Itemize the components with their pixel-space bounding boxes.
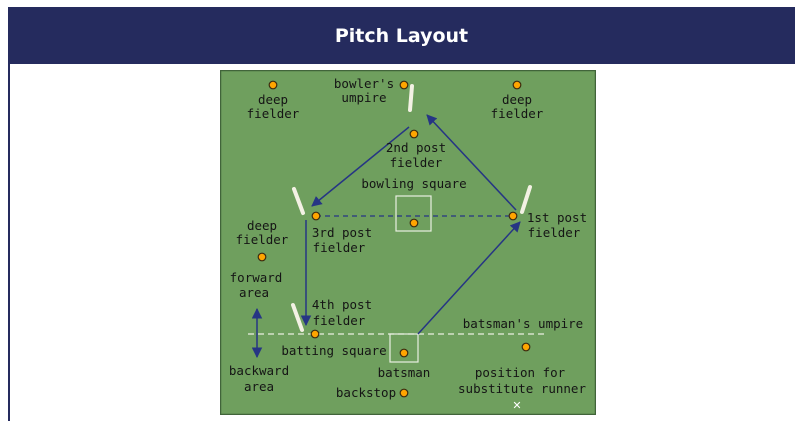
label-deep-fielder-c-2: fielder xyxy=(236,232,289,247)
route-batsman-to-1st xyxy=(417,221,521,335)
position-dot-2nd-post xyxy=(409,129,419,139)
label-deep-fielder-b-2: fielder xyxy=(491,106,544,121)
substitute-runner-mark: ✕ xyxy=(512,399,521,412)
position-dot-bowling-square xyxy=(409,218,419,228)
label-bowlers-umpire-1: bowler's xyxy=(334,76,394,91)
bowling-square xyxy=(395,195,432,232)
position-dot-deep-fielder-b xyxy=(512,80,522,90)
label-forward-area-2: area xyxy=(239,285,269,300)
position-dot-bowlers-umpire xyxy=(399,80,409,90)
label-backstop: backstop xyxy=(336,385,396,400)
label-2nd-post-2: fielder xyxy=(390,155,443,170)
pitch-diagram: ✕ bowler's umpire deep fielder deep fiel… xyxy=(220,70,596,415)
post-3rd xyxy=(292,187,305,215)
position-dot-1st-post xyxy=(508,211,518,221)
label-bowling-square: bowling square xyxy=(361,176,466,191)
label-bowlers-umpire-2: umpire xyxy=(341,90,386,105)
post-bowlers-umpire xyxy=(408,84,414,112)
label-backward-area-1: backward xyxy=(229,363,289,378)
label-1st-post-1: 1st post xyxy=(527,210,587,225)
label-deep-fielder-a-1: deep xyxy=(258,92,288,107)
position-dot-deep-fielder-c xyxy=(257,252,267,262)
page-title: Pitch Layout xyxy=(334,24,469,47)
label-backward-area-2: area xyxy=(244,379,274,394)
label-substitute-2: substitute runner xyxy=(458,381,586,396)
label-deep-fielder-a-2: fielder xyxy=(247,106,300,121)
position-dot-batsmans-umpire xyxy=(521,342,531,352)
label-batsman: batsman xyxy=(378,365,431,380)
route-1st-to-2nd xyxy=(426,114,517,211)
header-bar: Pitch Layout xyxy=(8,7,795,64)
label-3rd-post-2: fielder xyxy=(313,240,366,255)
label-4th-post-2: fielder xyxy=(313,313,366,328)
position-dot-3rd-post xyxy=(311,211,321,221)
position-dot-backstop xyxy=(399,388,409,398)
position-dot-deep-fielder-a xyxy=(268,80,278,90)
label-batting-square: batting square xyxy=(281,343,386,358)
position-dot-batsman xyxy=(399,348,409,358)
post-4th xyxy=(291,303,304,332)
post-1st xyxy=(520,185,532,214)
label-deep-fielder-c-1: deep xyxy=(247,218,277,233)
label-2nd-post-1: 2nd post xyxy=(386,140,446,155)
batting-square xyxy=(389,333,419,363)
label-4th-post-1: 4th post xyxy=(312,297,372,312)
route-2nd-to-3rd xyxy=(311,126,410,207)
label-1st-post-2: fielder xyxy=(528,225,581,240)
label-batsmans-umpire: batsman's umpire xyxy=(463,316,583,331)
label-deep-fielder-b-1: deep xyxy=(502,92,532,107)
left-border xyxy=(8,64,10,421)
label-forward-area-1: forward xyxy=(230,270,283,285)
label-3rd-post-1: 3rd post xyxy=(312,225,372,240)
position-dot-4th-post xyxy=(310,329,320,339)
label-substitute-1: position for xyxy=(475,365,566,380)
